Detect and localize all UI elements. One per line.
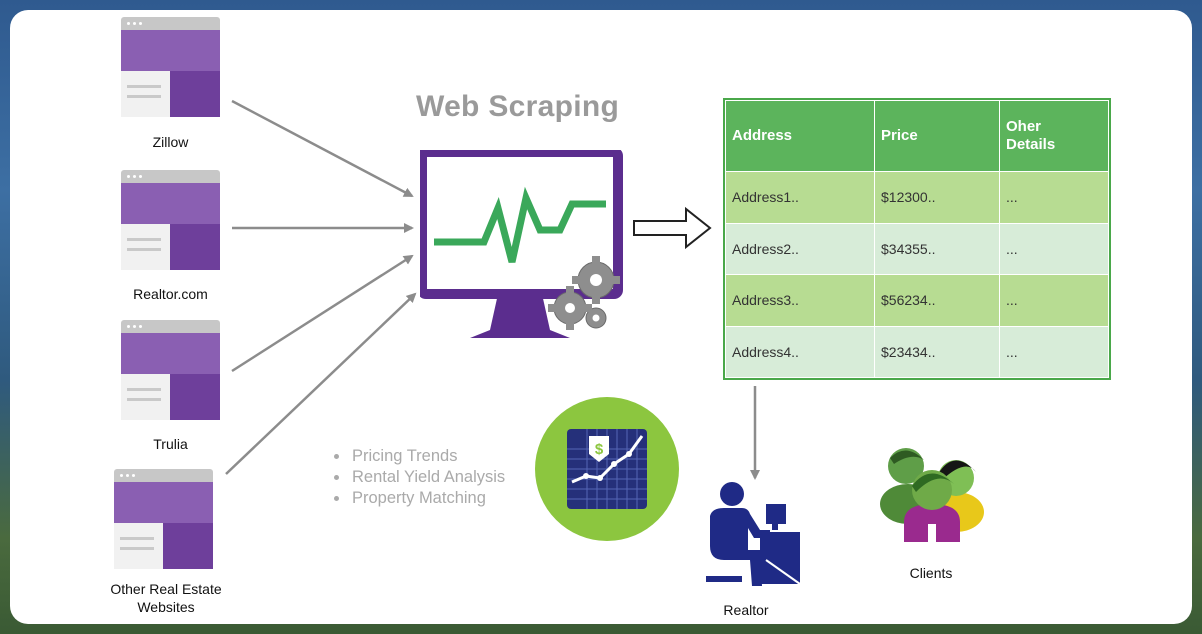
cell-details: ...	[999, 171, 1109, 224]
column-header-other-details: Oher Details	[999, 100, 1109, 172]
cell-address: Address2..	[725, 222, 875, 275]
source-label-other-line1: Other Real Estate	[110, 581, 222, 597]
table-row: Address4.. $23434.. ...	[725, 325, 1109, 378]
clients-label: Clients	[909, 565, 953, 581]
list-item: Property Matching	[332, 488, 505, 509]
arrow-zillow	[231, 99, 414, 198]
web-scraping-monitor-icon	[420, 150, 623, 338]
clients-group-icon	[880, 448, 984, 542]
source-window-realtor-com	[121, 170, 220, 270]
source-label-other-line2: Websites	[137, 599, 195, 615]
pricing-chart-badge-icon: $	[535, 397, 679, 541]
cell-price: $12300..	[874, 171, 1000, 224]
source-label-trulia: Trulia	[153, 436, 188, 452]
cell-details: ...	[999, 274, 1109, 327]
cell-address: Address4..	[725, 325, 875, 378]
list-item: Rental Yield Analysis	[332, 467, 505, 488]
table-header-row: Address Price Oher Details	[725, 100, 1109, 172]
table-row: Address3.. $56234.. ...	[725, 274, 1109, 327]
column-header-address: Address	[725, 100, 875, 172]
cell-address: Address1..	[725, 171, 875, 224]
cell-details: ...	[999, 325, 1109, 378]
arrow-to-table	[633, 206, 712, 250]
source-label-zillow: Zillow	[152, 134, 189, 150]
dollar-glyph: $	[595, 441, 604, 458]
column-header-price: Price	[874, 100, 1000, 172]
table-row: Address2.. $34355.. ...	[725, 222, 1109, 275]
source-label-other-websites: Other Real Estate Websites	[86, 580, 246, 616]
source-window-zillow	[121, 17, 220, 117]
cell-details: ...	[999, 222, 1109, 275]
source-window-other-websites	[114, 469, 213, 569]
cell-price: $56234..	[874, 274, 1000, 327]
cell-address: Address3..	[725, 274, 875, 327]
cell-price: $34355..	[874, 222, 1000, 275]
list-item: Pricing Trends	[332, 446, 505, 467]
column-header-other-line2: Details	[1006, 136, 1056, 153]
realtor-icon	[706, 482, 801, 586]
insights-list: Pricing Trends Rental Yield Analysis Pro…	[332, 446, 505, 509]
diagram-title: Web Scraping	[416, 90, 620, 123]
scraped-data-table: Address Price Oher Details Address1.. $1…	[723, 98, 1111, 380]
arrow-trulia	[231, 254, 414, 373]
column-header-other-line1: Oher	[1006, 118, 1042, 135]
arrow-other-websites	[225, 292, 417, 475]
table-row: Address1.. $12300.. ...	[725, 171, 1109, 224]
realtor-label: Realtor	[723, 602, 769, 618]
source-label-realtor-com: Realtor.com	[133, 286, 208, 302]
cell-price: $23434..	[874, 325, 1000, 378]
source-window-trulia	[121, 320, 220, 420]
